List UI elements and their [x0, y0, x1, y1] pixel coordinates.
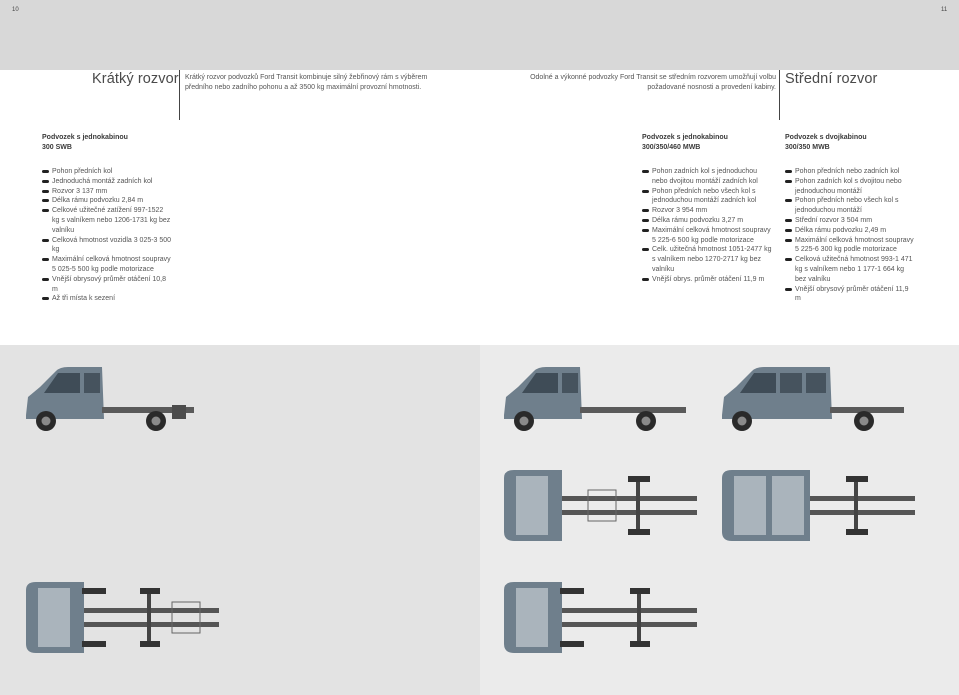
- list-item: Celkové užitečné zatížení 997-1522 kg s …: [42, 206, 172, 235]
- heading-line-2: 300 SWB: [42, 144, 72, 151]
- list-item: Pohon zadních kol s jednoduchou nebo dvo…: [642, 167, 772, 187]
- chassis-top-view-mwb-double-cab: [722, 470, 915, 541]
- spec-column-300-swb: Podvozek s jednokabinou 300 SWB Pohon př…: [42, 133, 172, 304]
- list-item: Rozvor 3 954 mm: [642, 206, 772, 216]
- list-item: Celková hmotnost vozidla 3 025-3 500 kg: [42, 236, 172, 256]
- chassis-top-view-mwb-variant: [504, 582, 697, 653]
- left-intro-text: Krátký rozvor podvozků Ford Transit komb…: [185, 74, 428, 92]
- list-item: Maximální celková hmotnost soupravy 5 22…: [785, 236, 915, 256]
- list-item: Celková užitečná hmotnost 993-1 471 kg s…: [785, 255, 915, 284]
- top-band: [0, 0, 959, 70]
- left-section-title: Krátký rozvor: [92, 71, 179, 87]
- page-number-left: 10: [12, 7, 19, 13]
- spec-list: Pohon předních kol Jednoduchá montáž zad…: [42, 167, 172, 304]
- list-item: Jednoduchá montáž zadních kol: [42, 177, 172, 187]
- heading-line-2: 300/350/460 MWB: [642, 144, 701, 151]
- page-number-right: 11: [941, 7, 948, 13]
- chassis-cab-side-view-swb: [26, 367, 194, 431]
- right-intro-text: Odolné a výkonné podvozky Ford Transit s…: [530, 74, 776, 92]
- list-item: Délka rámu podvozku 2,49 m: [785, 226, 915, 236]
- list-item: Maximální celková hmotnost soupravy 5 22…: [642, 226, 772, 246]
- chassis-top-view-mwb-single-cab: [504, 470, 697, 541]
- spec-column-300-350-mwb-double-cab: Podvozek s dvojkabinou 300/350 MWB Pohon…: [785, 133, 915, 304]
- list-item: Vnější obrys. průměr otáčení 11,9 m: [642, 275, 772, 285]
- column-heading: Podvozek s jednokabinou 300/350/460 MWB: [642, 133, 772, 153]
- list-item: Pohon předních nebo všech kol s jednoduc…: [785, 196, 915, 216]
- list-item: Vnější obrysový průměr otáčení 11,9 m: [785, 285, 915, 305]
- chassis-cab-side-view-mwb: [504, 367, 686, 431]
- list-item: Maximální celková hmotnost soupravy 5 02…: [42, 255, 172, 275]
- right-section-title: Střední rozvor: [785, 71, 878, 87]
- list-item: Celk. užitečná hmotnost 1051-2477 kg s v…: [642, 245, 772, 274]
- spec-list: Pohon předních nebo zadních kol Pohon za…: [785, 167, 915, 304]
- spec-column-300-350-460-mwb: Podvozek s jednokabinou 300/350/460 MWB …: [642, 133, 772, 285]
- left-divider-line: [179, 70, 180, 120]
- list-item: Pohon předních nebo všech kol s jednoduc…: [642, 187, 772, 207]
- column-heading: Podvozek s dvojkabinou 300/350 MWB: [785, 133, 915, 153]
- list-item: Pohon zadních kol s dvojitou nebo jednod…: [785, 177, 915, 197]
- list-item: Až tři místa k sezení: [42, 294, 172, 304]
- list-item: Délka rámu podvozku 2,84 m: [42, 196, 172, 206]
- chassis-top-view-swb: [26, 582, 219, 653]
- list-item: Rozvor 3 137 mm: [42, 187, 172, 197]
- list-item: Délka rámu podvozku 3,27 m: [642, 216, 772, 226]
- heading-line-1: Podvozek s jednokabinou: [42, 134, 128, 141]
- list-item: Pohon předních nebo zadních kol: [785, 167, 915, 177]
- right-divider-line: [779, 70, 780, 120]
- column-heading: Podvozek s jednokabinou 300 SWB: [42, 133, 172, 153]
- list-item: Pohon předních kol: [42, 167, 172, 177]
- list-item: Střední rozvor 3 504 mm: [785, 216, 915, 226]
- chassis-double-cab-side-view: [722, 367, 904, 431]
- heading-line-2: 300/350 MWB: [785, 144, 830, 151]
- heading-line-1: Podvozek s jednokabinou: [642, 134, 728, 141]
- spec-list: Pohon zadních kol s jednoduchou nebo dvo…: [642, 167, 772, 285]
- list-item: Vnější obrysový průměr otáčení 10,8 m: [42, 275, 172, 295]
- heading-line-1: Podvozek s dvojkabinou: [785, 134, 867, 141]
